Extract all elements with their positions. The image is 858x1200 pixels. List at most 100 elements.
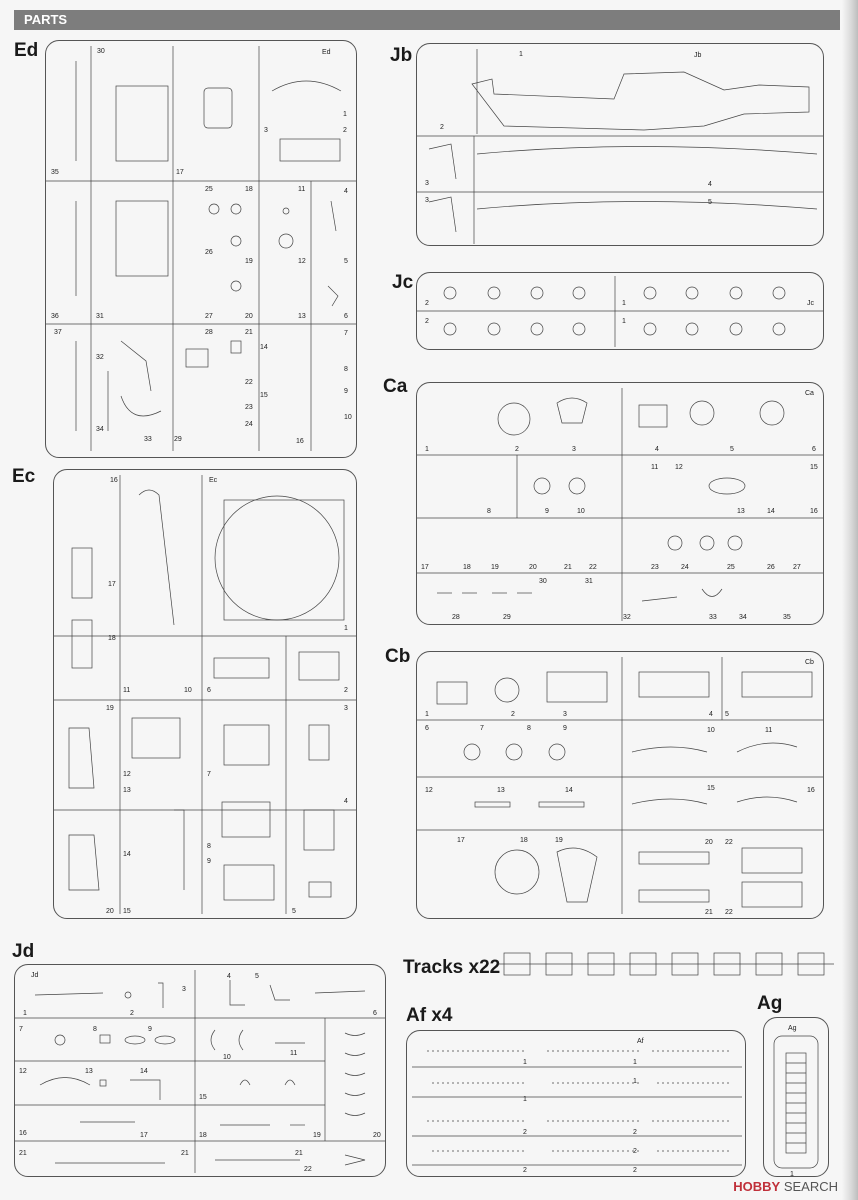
svg-text:33: 33 <box>144 436 152 443</box>
svg-text:2: 2 <box>343 127 347 134</box>
svg-text:33: 33 <box>709 614 717 621</box>
svg-text:20: 20 <box>529 564 537 571</box>
svg-text:22: 22 <box>304 1166 312 1173</box>
svg-text:14: 14 <box>260 344 268 351</box>
svg-text:2: 2 <box>515 446 519 453</box>
svg-text:2: 2 <box>344 687 348 694</box>
svg-text:6: 6 <box>207 687 211 694</box>
svg-text:2: 2 <box>511 711 515 718</box>
svg-text:19: 19 <box>555 837 563 844</box>
svg-text:1: 1 <box>622 300 626 307</box>
svg-text:32: 32 <box>623 614 631 621</box>
svg-text:1: 1 <box>23 1010 27 1017</box>
watermark-brand: HOBBY <box>733 1179 781 1194</box>
svg-text:8: 8 <box>207 843 211 850</box>
svg-text:7: 7 <box>207 771 211 778</box>
svg-text:30: 30 <box>97 48 105 55</box>
sprue-label-ec: Ec <box>12 466 36 487</box>
svg-text:Ag: Ag <box>788 1025 797 1032</box>
svg-text:Ed: Ed <box>322 49 331 56</box>
svg-text:19: 19 <box>245 258 253 265</box>
svg-text:9: 9 <box>563 725 567 732</box>
svg-text:16: 16 <box>19 1130 27 1137</box>
svg-text:17: 17 <box>421 564 429 571</box>
svg-text:9: 9 <box>545 508 549 515</box>
svg-text:2: 2 <box>523 1129 527 1136</box>
svg-text:17: 17 <box>108 581 116 588</box>
svg-text:2: 2 <box>425 300 429 307</box>
svg-text:1: 1 <box>633 1059 637 1066</box>
svg-text:4: 4 <box>708 181 712 188</box>
svg-text:8: 8 <box>344 366 348 373</box>
svg-text:9: 9 <box>344 388 348 395</box>
svg-text:2: 2 <box>425 318 429 325</box>
svg-text:13: 13 <box>298 313 306 320</box>
svg-text:19: 19 <box>313 1132 321 1139</box>
svg-text:7: 7 <box>19 1026 23 1033</box>
svg-text:6: 6 <box>373 1010 377 1017</box>
svg-text:21: 21 <box>19 1150 27 1157</box>
sprue-label-tracks: Tracks x22 <box>403 957 501 978</box>
svg-text:3: 3 <box>572 446 576 453</box>
svg-text:18: 18 <box>245 186 253 193</box>
svg-text:18: 18 <box>463 564 471 571</box>
svg-text:5: 5 <box>255 973 259 980</box>
svg-text:18: 18 <box>199 1132 207 1139</box>
svg-text:4: 4 <box>709 711 713 718</box>
svg-text:5: 5 <box>708 199 712 206</box>
svg-text:19: 19 <box>491 564 499 571</box>
svg-text:21: 21 <box>295 1150 303 1157</box>
svg-text:20: 20 <box>245 313 253 320</box>
svg-text:26: 26 <box>205 249 213 256</box>
svg-text:3: 3 <box>182 986 186 993</box>
sprue-label-jc: Jc <box>392 272 414 293</box>
svg-text:19: 19 <box>106 705 114 712</box>
svg-text:27: 27 <box>205 313 213 320</box>
svg-text:35: 35 <box>51 169 59 176</box>
svg-text:4: 4 <box>344 798 348 805</box>
svg-text:36: 36 <box>51 313 59 320</box>
svg-text:6: 6 <box>344 313 348 320</box>
svg-text:13: 13 <box>123 787 131 794</box>
svg-text:12: 12 <box>675 464 683 471</box>
svg-text:24: 24 <box>245 421 253 428</box>
svg-text:20: 20 <box>373 1132 381 1139</box>
svg-text:15: 15 <box>810 464 818 471</box>
svg-text:1: 1 <box>425 711 429 718</box>
svg-text:5: 5 <box>292 908 296 915</box>
svg-text:21: 21 <box>245 329 253 336</box>
svg-text:34: 34 <box>96 426 104 433</box>
svg-text:31: 31 <box>585 578 593 585</box>
svg-text:28: 28 <box>452 614 460 621</box>
svg-text:1: 1 <box>523 1096 527 1103</box>
svg-text:7: 7 <box>480 725 484 732</box>
svg-text:13: 13 <box>497 787 505 794</box>
sprue-label-jb: Jb <box>390 45 413 66</box>
svg-text:20: 20 <box>705 839 713 846</box>
svg-text:16: 16 <box>296 438 304 445</box>
svg-text:10: 10 <box>577 508 585 515</box>
sprue-label-jd: Jd <box>12 941 35 962</box>
svg-text:22: 22 <box>725 909 733 916</box>
svg-text:25: 25 <box>727 564 735 571</box>
svg-text:17: 17 <box>176 169 184 176</box>
svg-text:25: 25 <box>205 186 213 193</box>
svg-text:1: 1 <box>344 625 348 632</box>
svg-text:1: 1 <box>633 1078 637 1085</box>
svg-text:16: 16 <box>810 508 818 515</box>
watermark-text: SEARCH <box>783 1179 838 1194</box>
svg-text:30: 30 <box>539 578 547 585</box>
svg-text:1: 1 <box>343 111 347 118</box>
svg-text:23: 23 <box>245 404 253 411</box>
svg-text:16: 16 <box>110 477 118 484</box>
svg-text:35: 35 <box>783 614 791 621</box>
svg-text:14: 14 <box>767 508 775 515</box>
